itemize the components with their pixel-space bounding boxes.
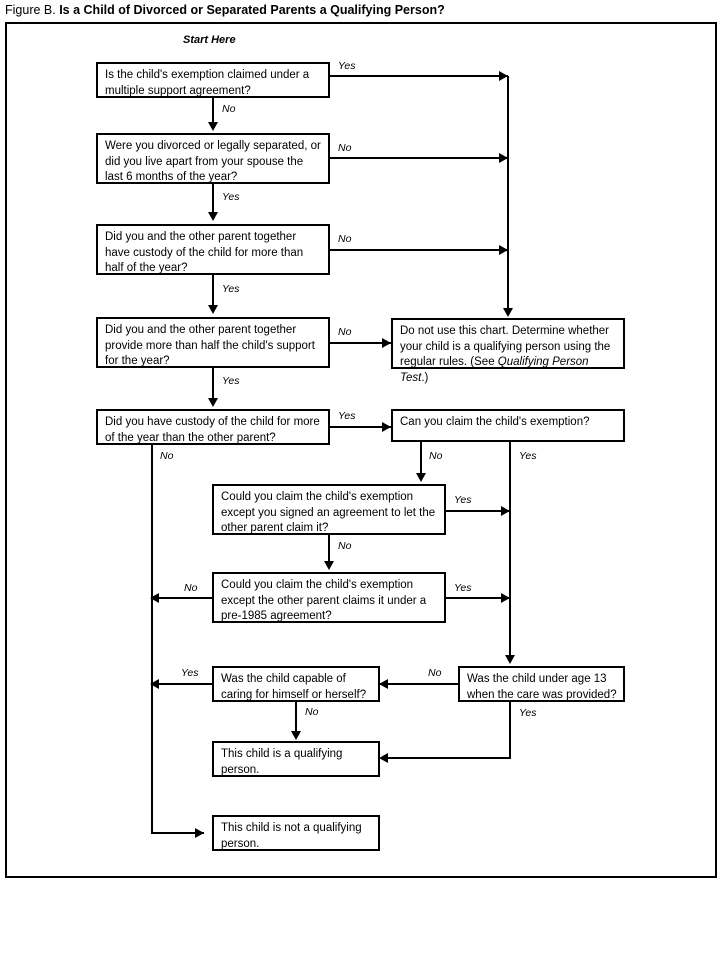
- edge-q2-no-line: [330, 157, 508, 159]
- edge-q7-no-arrowhead: [324, 561, 334, 570]
- edge-q5-yes-line: [330, 426, 391, 428]
- edge-q3-no-line: [330, 249, 508, 251]
- edge-q3-no-arrowhead: [499, 245, 508, 255]
- node-q9-text: Was the child capable of caring for hims…: [221, 673, 367, 701]
- edge-q6-no-arrowhead: [416, 473, 426, 482]
- edge-q10-yes-arrowhead: [379, 753, 388, 763]
- edge-q5-yes-arrowhead: [382, 422, 391, 432]
- node-q2[interactable]: Were you divorced or legally separated, …: [96, 133, 330, 184]
- edge-q4-yes-arrowhead: [208, 398, 218, 407]
- edge-q8-yes-line: [446, 597, 510, 599]
- edge-label-q9-no: No: [305, 706, 319, 718]
- edge-q10-no-line: [380, 683, 458, 685]
- edge-label-q1-no: No: [222, 103, 236, 115]
- edge-q1-yes-arrowhead: [499, 71, 508, 81]
- node-do-not-use-chart-text-a: Do not use this chart. Determine whether…: [400, 325, 611, 368]
- node-q7[interactable]: Could you claim the child's exemption ex…: [212, 484, 446, 535]
- edge-q7-yes-line: [446, 510, 510, 512]
- edge-label-q5-no: No: [160, 450, 174, 462]
- start-here-label: Start Here: [183, 34, 236, 46]
- edge-q8-yes-arrowhead: [501, 593, 510, 603]
- edge-label-q9-yes: Yes: [181, 667, 199, 679]
- edge-label-q6-yes: Yes: [519, 450, 537, 462]
- node-do-not-use-chart-text-italic: Qualifying Person Test: [400, 356, 589, 384]
- edge-spine-left: [151, 445, 153, 833]
- edge-spine-right-lower: [509, 442, 511, 656]
- node-q8-text: Could you claim the child's exemption ex…: [221, 579, 427, 622]
- node-not-qualifying-person[interactable]: This child is not a qualifying person.: [212, 815, 380, 851]
- edge-spine-right-lower-arrowhead: [505, 655, 515, 664]
- node-q6[interactable]: Can you claim the child's exemption?: [391, 409, 625, 442]
- node-not-qualifying-person-text: This child is not a qualifying person.: [221, 822, 362, 850]
- edge-label-q10-no: No: [428, 667, 442, 679]
- edge-q2-yes-line: [212, 184, 214, 213]
- node-do-not-use-chart-text-c: .): [421, 371, 429, 384]
- edge-q3-yes-arrowhead: [208, 305, 218, 314]
- edge-label-q8-no: No: [184, 582, 198, 594]
- node-q1[interactable]: Is the child's exemption claimed under a…: [96, 62, 330, 98]
- edge-q1-no-arrowhead: [208, 122, 218, 131]
- edge-label-q2-yes: Yes: [222, 191, 240, 203]
- node-q5-text: Did you have custody of the child for mo…: [105, 416, 320, 444]
- node-qualifying-person[interactable]: This child is a qualifying person.: [212, 741, 380, 777]
- edge-label-q1-yes: Yes: [338, 60, 356, 72]
- edge-q4-yes-line: [212, 368, 214, 399]
- node-do-not-use-chart-text: Do not use this chart. Determine whether…: [400, 324, 617, 386]
- node-q3[interactable]: Did you and the other parent together ha…: [96, 224, 330, 275]
- edge-label-q6-no: No: [429, 450, 443, 462]
- edge-spine-right-top: [507, 76, 509, 310]
- edge-q8-no-arrowhead: [150, 593, 159, 603]
- edge-q10-yes-vline: [509, 702, 511, 759]
- node-q9[interactable]: Was the child capable of caring for hims…: [212, 666, 380, 702]
- node-q5[interactable]: Did you have custody of the child for mo…: [96, 409, 330, 445]
- figure-label: Figure B.: [5, 3, 56, 17]
- node-q10[interactable]: Was the child under age 13 when the care…: [458, 666, 625, 702]
- edge-q9-yes-arrowhead: [150, 679, 159, 689]
- edge-q9-yes-line: [152, 683, 212, 685]
- edge-spine-left-to-not-qualifying: [151, 832, 204, 834]
- edge-q4-no-line: [330, 342, 391, 344]
- node-q3-text: Did you and the other parent together ha…: [105, 231, 304, 274]
- edge-label-q10-yes: Yes: [519, 707, 537, 719]
- node-qualifying-person-text: This child is a qualifying person.: [221, 748, 343, 776]
- edge-label-q8-yes: Yes: [454, 582, 472, 594]
- node-q1-text: Is the child's exemption claimed under a…: [105, 69, 310, 97]
- edge-q10-no-arrowhead: [379, 679, 388, 689]
- edge-label-q7-no: No: [338, 540, 352, 552]
- node-do-not-use-chart[interactable]: Do not use this chart. Determine whether…: [391, 318, 625, 384]
- node-q10-text: Was the child under age 13 when the care…: [467, 673, 617, 701]
- edge-spine-right-top-arrowhead: [503, 308, 513, 317]
- edge-q10-yes-hline: [381, 757, 511, 759]
- edge-q9-no-line: [295, 702, 297, 732]
- edge-q7-yes-arrowhead: [501, 506, 510, 516]
- figure-caption: Figure B. Is a Child of Divorced or Sepa…: [5, 2, 721, 20]
- edge-q6-no-line: [420, 442, 422, 474]
- node-q4[interactable]: Did you and the other parent together pr…: [96, 317, 330, 368]
- edge-label-q3-yes: Yes: [222, 283, 240, 295]
- edge-spine-left-arrowhead: [195, 828, 204, 838]
- edge-label-q2-no: No: [338, 142, 352, 154]
- node-q4-text: Did you and the other parent together pr…: [105, 324, 315, 367]
- edge-q2-no-arrowhead: [499, 153, 508, 163]
- edge-label-q4-yes: Yes: [222, 375, 240, 387]
- node-q8[interactable]: Could you claim the child's exemption ex…: [212, 572, 446, 623]
- edge-q9-no-arrowhead: [291, 731, 301, 740]
- edge-label-q3-no: No: [338, 233, 352, 245]
- edge-q7-no-line: [328, 535, 330, 562]
- edge-label-q7-yes: Yes: [454, 494, 472, 506]
- edge-q3-yes-line: [212, 275, 214, 306]
- edge-q8-no-line: [152, 597, 212, 599]
- node-q6-text: Can you claim the child's exemption?: [400, 416, 590, 428]
- edge-q2-yes-arrowhead: [208, 212, 218, 221]
- edge-q1-yes-line: [330, 75, 508, 77]
- edge-label-q5-yes: Yes: [338, 410, 356, 422]
- figure-title: Is a Child of Divorced or Separated Pare…: [59, 3, 445, 17]
- edge-q1-no-line: [212, 98, 214, 123]
- edge-label-q4-no: No: [338, 326, 352, 338]
- edge-q4-no-arrowhead: [382, 338, 391, 348]
- node-q7-text: Could you claim the child's exemption ex…: [221, 491, 436, 534]
- node-q2-text: Were you divorced or legally separated, …: [105, 140, 321, 183]
